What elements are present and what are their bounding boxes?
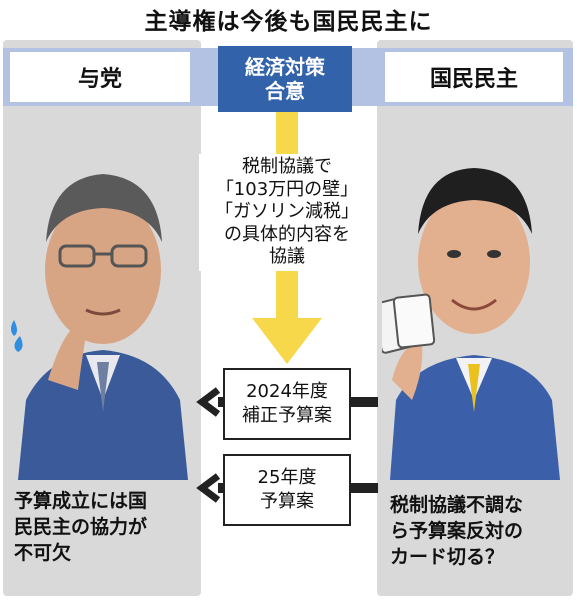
headline: 主導権は今後も国民民主に [144, 9, 433, 35]
caption-line: ら予算案反対の [390, 520, 524, 542]
agreement-line2: 合意 [265, 79, 305, 103]
budget-arrow-1-head [196, 387, 221, 417]
consultation-line: 協議 [269, 246, 305, 267]
caption-line: 不可欠 [14, 542, 72, 564]
budget-title: 補正予算案 [242, 405, 332, 426]
caption-line: 予算成立には国 [14, 490, 148, 512]
agreement-line1: 経済対策 [245, 55, 325, 79]
consultation-line: 「103万円の壁」 [215, 178, 359, 200]
dpp-leader-photo [382, 168, 560, 480]
consultation-text: 税制協議で 「103万円の壁」 「ガソリン減税」 の具体的内容を 協議 [199, 154, 375, 271]
consultation-line: 税制協議で [242, 156, 332, 177]
budget-year: 2024年度 [246, 381, 328, 402]
consultation-line: 「ガソリン減税」 [215, 201, 359, 222]
annual-budget-box: 25年度 予算案 [223, 454, 351, 526]
caption-line: 民民主の協力が [14, 516, 148, 538]
budget-title: 予算案 [260, 491, 314, 512]
ruling-party-leader-photo [11, 174, 188, 480]
dpp-party-label: 国民民主 [385, 52, 563, 102]
dpp-caption: 税制協議不調な ら予算案反対の カード切る？ [390, 492, 523, 570]
agreement-box: 経済対策 合意 [218, 46, 352, 112]
caption-line: 税制協議不調な [390, 494, 524, 516]
consultation-arrow-head [252, 318, 322, 364]
supplementary-budget-box: 2024年度 補正予算案 [223, 368, 351, 440]
consultation-line: の具体的内容を [224, 223, 350, 245]
ruling-party-label: 与党 [10, 52, 190, 102]
budget-arrow-2-head [196, 473, 221, 503]
caption-line: カード切る？ [390, 546, 505, 568]
budget-year: 25年度 [257, 467, 317, 488]
ruling-party-caption: 予算成立には国 民民主の協力が 不可欠 [14, 488, 147, 566]
